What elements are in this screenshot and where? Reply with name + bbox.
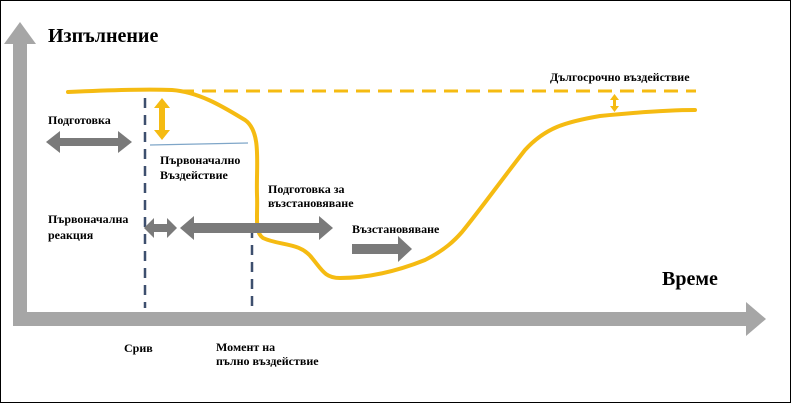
recovery-arrow <box>352 236 412 262</box>
initial-impact-level-line <box>149 142 249 146</box>
x-axis-title: Време <box>662 268 718 290</box>
initial-impact-double-arrow <box>154 98 170 140</box>
long-term-double-arrow <box>610 94 619 112</box>
y-axis-title: Изпълнение <box>48 25 158 47</box>
y-axis-arrowhead <box>4 22 36 44</box>
performance-curve <box>66 87 697 281</box>
preparation-label: Подготовка <box>48 113 111 127</box>
full-impact-label-line1: Момент на <box>216 340 275 354</box>
x-axis-bar <box>13 312 748 326</box>
initial-impact-label-line1: Първоначално <box>160 153 240 167</box>
full-impact-label-line2: пълно въздействие <box>216 354 319 368</box>
recovery-prep-label-line1: Подготовка за <box>268 182 345 196</box>
recovery-label: Възстановяване <box>352 222 440 236</box>
recovery-preparation-double-arrow <box>180 216 333 240</box>
y-axis-bar <box>13 42 27 326</box>
initial-response-label-line2: реакция <box>48 228 94 242</box>
axes <box>4 22 766 336</box>
initial-response-label-line1: Първоначална <box>48 212 128 226</box>
initial-response-double-arrow <box>144 218 177 238</box>
initial-impact-label-line2: Въздействие <box>160 168 229 182</box>
preparation-double-arrow <box>46 131 132 153</box>
long-term-impact-label: Дългосрочно въздействие <box>550 70 690 84</box>
disruption-label: Срив <box>124 341 153 355</box>
recovery-prep-label-line2: възстановяване <box>268 196 354 210</box>
x-axis-arrowhead <box>746 302 766 336</box>
